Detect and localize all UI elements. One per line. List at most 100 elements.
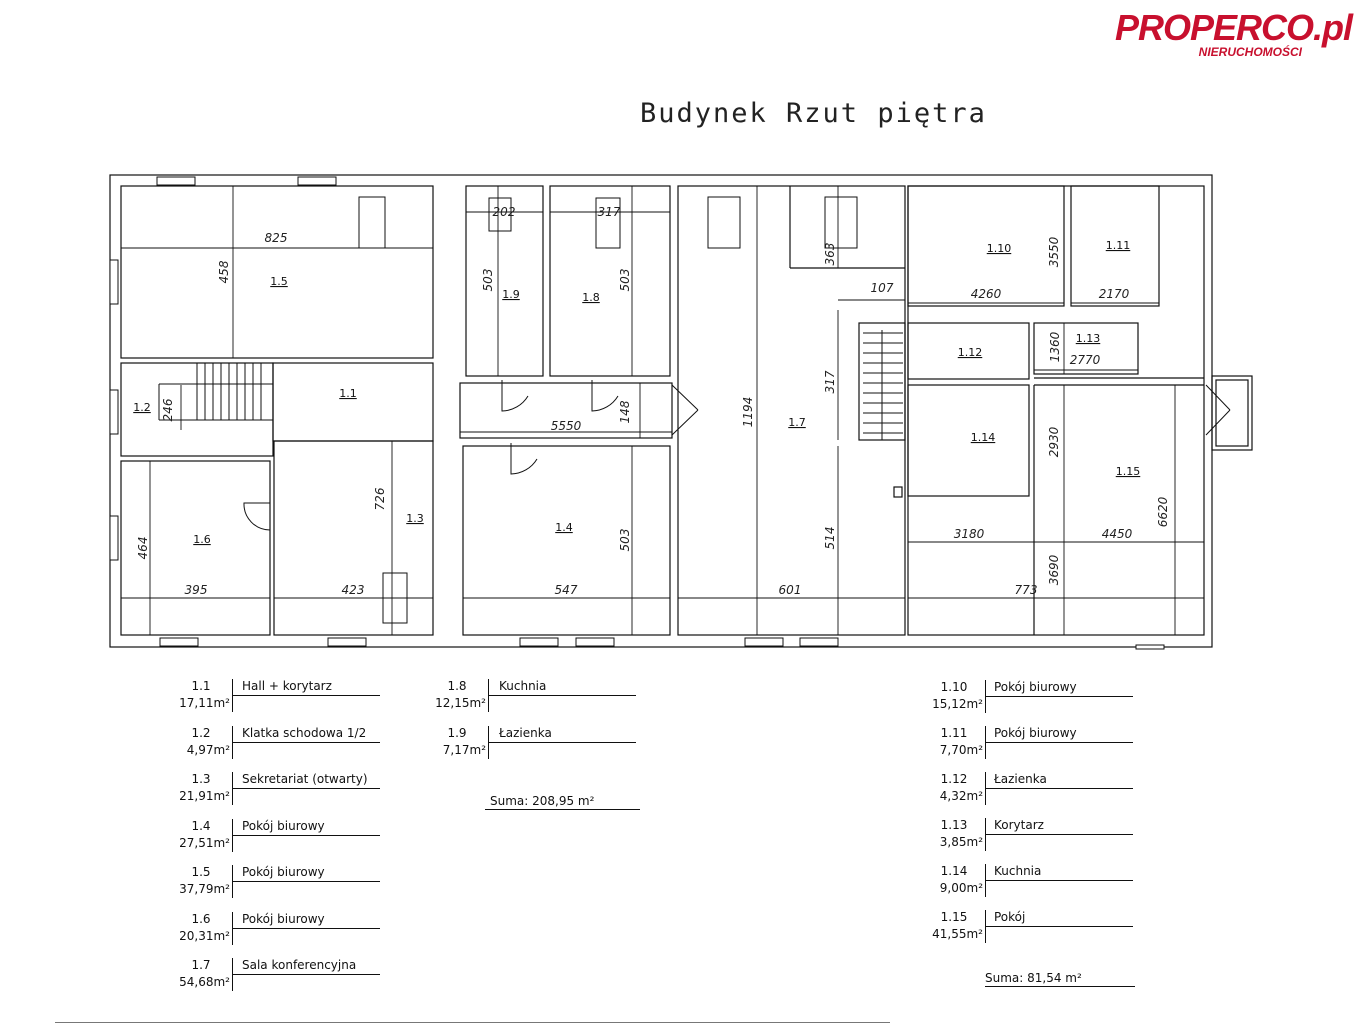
legend-row: 1.14 9,00m² Kuchnia xyxy=(925,864,1142,910)
sum-right: Suma: 81,54 m² xyxy=(985,971,1082,985)
room-label-1-8: 1.8 xyxy=(582,291,600,304)
legend-name: Hall + korytarz xyxy=(242,679,332,693)
dimension-lines xyxy=(121,186,1204,635)
dimension-label: 4450 xyxy=(1102,527,1133,541)
window xyxy=(575,637,615,647)
legend-name: Kuchnia xyxy=(499,679,547,693)
dimension-label: 246 xyxy=(161,398,175,421)
sum-right-underline xyxy=(985,986,1135,987)
window xyxy=(109,515,119,561)
logo-brand: PROPERCO.pl xyxy=(1114,7,1353,48)
legend-rule xyxy=(985,834,1133,835)
legend-code: 1.2 xyxy=(191,725,211,740)
fixture xyxy=(824,196,858,249)
window xyxy=(109,389,119,435)
legend-name: Kuchnia xyxy=(994,864,1042,878)
room-1-3-outline xyxy=(273,440,434,636)
legend-rule xyxy=(232,927,380,929)
balcony-outline xyxy=(1211,375,1253,451)
legend-area: 37,79m² xyxy=(179,882,230,896)
legend-area: 4,97m² xyxy=(186,742,230,757)
legend-code: 1.6 xyxy=(191,911,211,926)
corridor-outline xyxy=(459,382,673,439)
legend-name: Pokój biurowy xyxy=(994,726,1077,740)
legend-area: 15,12m² xyxy=(932,697,983,711)
legend-name: Pokój biurowy xyxy=(242,911,325,926)
room-label-1-9: 1.9 xyxy=(502,288,520,301)
dimension-label: 503 xyxy=(618,269,632,292)
room-label-1-6: 1.6 xyxy=(193,533,211,546)
legend-code: 1.14 xyxy=(940,864,968,878)
dimension-label: 726 xyxy=(373,487,387,510)
dimension-label: 4260 xyxy=(971,287,1002,301)
door xyxy=(1205,384,1231,436)
dimension-label: 514 xyxy=(823,527,837,550)
properco-logo: PROPERCO.pl NIERUCHOMOŚCI xyxy=(1114,7,1353,59)
legend-code: 1.11 xyxy=(940,726,968,740)
dimension-label: 1194 xyxy=(741,397,755,428)
window xyxy=(297,176,337,186)
fixture xyxy=(488,197,512,232)
dimension-label: 2770 xyxy=(1070,353,1101,367)
legend-code: 1.5 xyxy=(191,865,211,879)
dimension-label: 773 xyxy=(1015,583,1038,597)
room-label-1-11: 1.11 xyxy=(1106,239,1131,252)
dimension-label: 202 xyxy=(493,205,516,219)
room-1-1-outline xyxy=(272,362,434,442)
legend-area: 4,32m² xyxy=(939,789,983,803)
window xyxy=(109,259,119,305)
dimension-label: 3180 xyxy=(954,527,985,541)
door xyxy=(501,380,529,412)
legend-area: 9,00m² xyxy=(939,881,983,895)
room-1-13-outline xyxy=(1033,322,1139,375)
dimension-label: 317 xyxy=(823,370,837,393)
legend-rule xyxy=(488,741,636,743)
legend-code: 1.3 xyxy=(191,772,211,786)
legend-name: Sala konferencyjna xyxy=(242,958,357,972)
legend-name: Pokój xyxy=(994,910,1026,924)
dimension-label: 107 xyxy=(871,281,894,295)
legend-area: 20,31m² xyxy=(179,928,230,943)
legend-code: 1.8 xyxy=(447,679,467,693)
dimension-label: 503 xyxy=(618,529,632,552)
legend-code: 1.7 xyxy=(191,958,211,972)
door xyxy=(243,502,271,531)
legend-rule xyxy=(232,695,380,696)
dimension-label: 547 xyxy=(555,583,578,597)
dimension-label: 395 xyxy=(185,583,208,597)
sum-mid-underline xyxy=(485,809,640,810)
dimension-label: 5550 xyxy=(551,419,582,433)
window xyxy=(519,637,559,647)
window xyxy=(799,637,839,647)
room-1-6-outline xyxy=(120,460,271,636)
legend-rule xyxy=(985,788,1133,789)
room-label-1-13: 1.13 xyxy=(1076,332,1101,345)
legend-rule xyxy=(985,926,1133,927)
room-label-1-15: 1.15 xyxy=(1116,465,1141,478)
legend-name: Pokój biurowy xyxy=(994,680,1077,694)
dimension-label: 317 xyxy=(598,205,621,219)
room-1-11-outline xyxy=(1070,185,1160,307)
window xyxy=(1135,644,1165,650)
walls xyxy=(109,174,1253,648)
legend-rule xyxy=(232,974,380,975)
legend-rule xyxy=(232,741,380,743)
legend-rule xyxy=(488,695,636,696)
dimension-label: 6620 xyxy=(1156,496,1170,527)
room-1-14-outline xyxy=(907,384,1030,497)
sum-mid: Suma: 208,95 m² xyxy=(490,794,595,808)
legend-code: 1.9 xyxy=(447,725,467,740)
room-1-4-outline xyxy=(462,445,671,636)
dimension-label: 3550 xyxy=(1047,236,1061,267)
room-label-1-14: 1.14 xyxy=(971,431,996,444)
legend-area: 3,85m² xyxy=(939,835,983,849)
dimension-label: 458 xyxy=(217,260,231,283)
legend-code: 1.13 xyxy=(940,818,968,832)
